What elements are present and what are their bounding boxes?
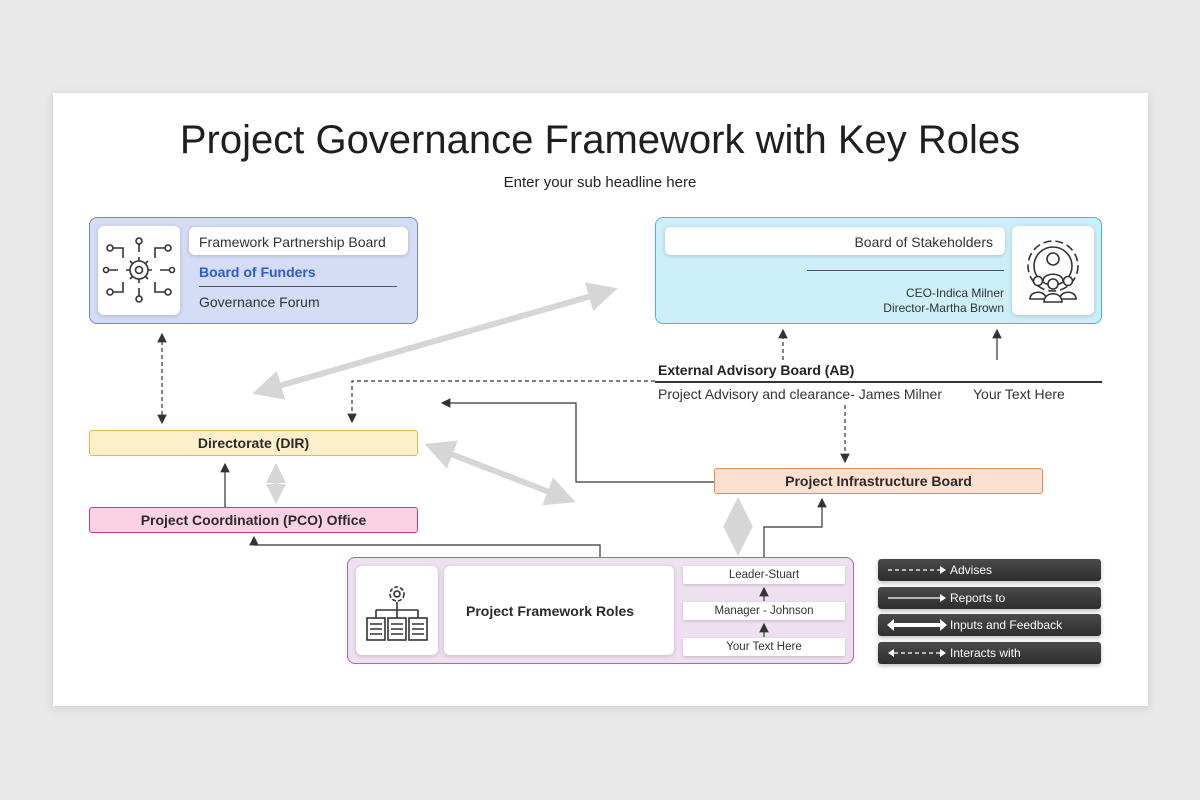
page-subtitle: Enter your sub headline here (503, 174, 697, 191)
advises-arrow-ab-dir (347, 380, 655, 424)
legend-interacts: Interacts with (878, 642, 1101, 664)
solid-arrow-icon (888, 594, 946, 602)
project-framework-roles-label: Project Framework Roles (466, 603, 635, 619)
funders-icon-card (98, 226, 180, 315)
legend-advises-label: Advises (950, 563, 993, 577)
org-chart-gear-icon (366, 586, 428, 641)
reports-arrow-roles-pco (249, 535, 601, 557)
circuit-gear-icon (102, 237, 176, 303)
pco-label: Project Coordination (PCO) Office (140, 512, 367, 528)
legend-reports: Reports to (878, 587, 1101, 609)
legend-interacts-label: Interacts with (950, 646, 1021, 660)
board-of-funders-label: Board of Funders (199, 264, 316, 280)
role-your-text[interactable]: Your Text Here (683, 638, 845, 656)
advisory-line (655, 381, 1102, 383)
role-leader[interactable]: Leader-Stuart (683, 566, 845, 584)
page-title: Project Governance Framework with Key Ro… (179, 118, 1021, 162)
stakeholders-title-card (665, 227, 1005, 255)
legend-inputs: Inputs and Feedback (878, 614, 1101, 636)
board-of-stakeholders-label: Board of Stakeholders (854, 234, 993, 250)
infrastructure-label: Project Infrastructure Board (785, 473, 972, 489)
director-label: Director-Martha Brown (883, 301, 1004, 315)
directorate-label: Directorate (DIR) (197, 435, 310, 451)
interaction-arrow-dir-stakeholders (252, 282, 618, 400)
reports-arrow-roles-infra (763, 497, 827, 557)
advisory-extra-label: Your Text Here (973, 386, 1065, 402)
stakeholders-divider (807, 270, 1004, 271)
advisory-detail-label: Project Advisory and clearance- James Mi… (658, 386, 943, 402)
roles-title-card (444, 566, 674, 655)
legend-advises: Advises (878, 559, 1101, 581)
reports-arrow-infra-dir (440, 398, 714, 483)
legend-inputs-label: Inputs and Feedback (950, 618, 1063, 632)
infrastructure-bar[interactable]: Project Infrastructure Board (714, 468, 1043, 494)
ceo-label: CEO-Indica Milner (905, 286, 1004, 300)
pco-bar[interactable]: Project Coordination (PCO) Office (89, 507, 418, 533)
dashed-double-arrow-icon (888, 649, 946, 657)
double-arrow-icon (887, 619, 947, 631)
directorate-bar[interactable]: Directorate (DIR) (89, 430, 418, 456)
stakeholders-icon-card (1012, 226, 1094, 315)
person-gear-icon (1027, 240, 1079, 303)
framework-partnership-board-label: Framework Partnership Board (199, 234, 386, 250)
roles-icon-card (356, 566, 438, 655)
funders-title-card (189, 227, 408, 255)
external-advisory-board-label: External Advisory Board (AB) (658, 362, 855, 378)
interaction-arrow-dir-roles (424, 440, 576, 506)
dashed-arrow-icon (888, 566, 946, 574)
legend-reports-label: Reports to (950, 591, 1006, 605)
role-manager[interactable]: Manager - Johnson (683, 602, 845, 620)
